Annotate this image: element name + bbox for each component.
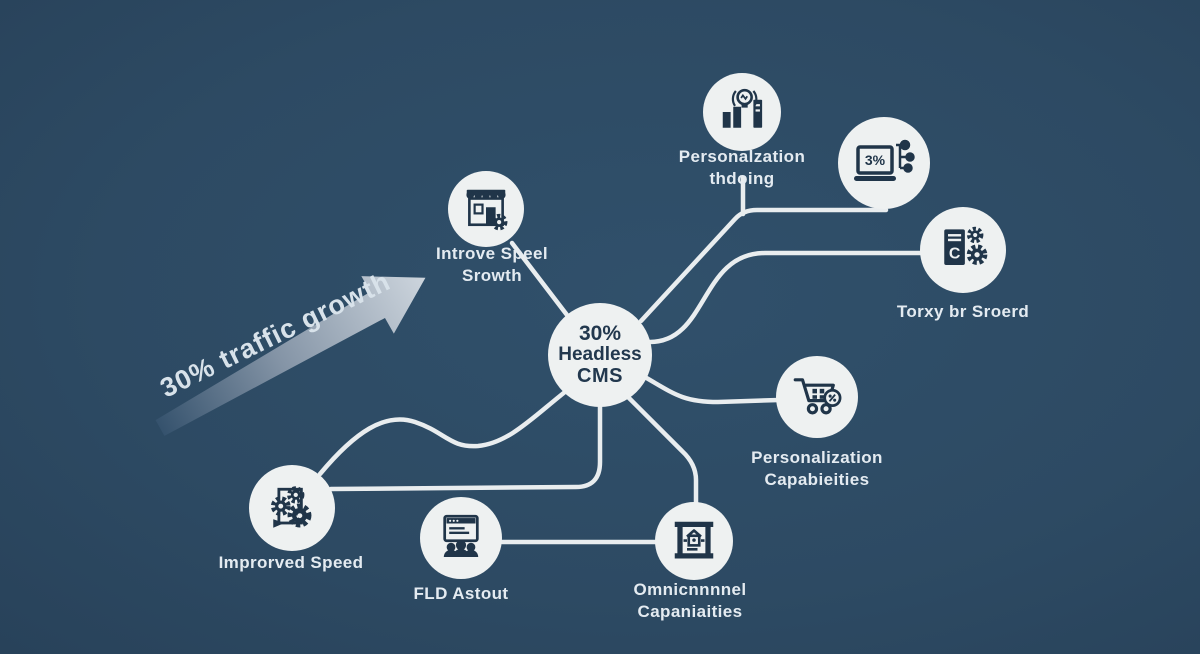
center-percent: 30%: [578, 321, 622, 345]
center-line3: CMS: [577, 364, 623, 387]
growth-arrow-label: 30% traffic growth: [155, 266, 395, 403]
connector-gears-center-wave: [317, 385, 573, 477]
connector-center-gears-elbow: [328, 404, 603, 492]
node-people-doc: [420, 497, 502, 579]
cart-label: Personalization Capabieities: [751, 448, 883, 490]
node-laptop: 3%: [838, 117, 930, 209]
document-gears-icon: C: [944, 226, 988, 265]
connector-center-omnichannel: [624, 393, 699, 506]
growth-arrow: [155, 276, 426, 436]
connector-center-storefront: [509, 240, 570, 318]
insights-label: Personalzation thdoing: [678, 147, 806, 189]
shopping-cart-icon: [793, 378, 842, 415]
node-gears: [249, 465, 335, 551]
node-content: C: [920, 207, 1006, 293]
node-omnichannel: [655, 502, 733, 580]
laptop-screen-text: 3%: [865, 152, 886, 168]
node-insights: [703, 73, 781, 151]
node-storefront: [448, 171, 524, 247]
storefront-gear-icon: [466, 189, 508, 231]
gears-label: Improrved Speed: [218, 553, 364, 572]
omnichannel-label: Omnicnnnnel Capaniaities: [633, 580, 747, 622]
box-home-icon: [674, 521, 714, 559]
gears-icon: [270, 486, 312, 528]
lightbulb-chart-icon: [722, 88, 763, 128]
connector-center-cart: [633, 369, 782, 405]
connector-center-content: [647, 250, 926, 345]
document-people-icon: [443, 514, 479, 558]
central-node-headless-cms: 30% Headless CMS: [548, 303, 652, 407]
document-letter: C: [949, 245, 961, 262]
people-doc-label: FLD Astout: [413, 584, 509, 603]
laptop-network-icon: 3%: [854, 139, 915, 181]
storefront-label: Introve Speel Srowth: [436, 244, 548, 286]
node-cart: [776, 356, 858, 438]
content-label: Torxy br Sroerd: [896, 302, 1030, 321]
center-line2: Headless: [558, 344, 642, 366]
